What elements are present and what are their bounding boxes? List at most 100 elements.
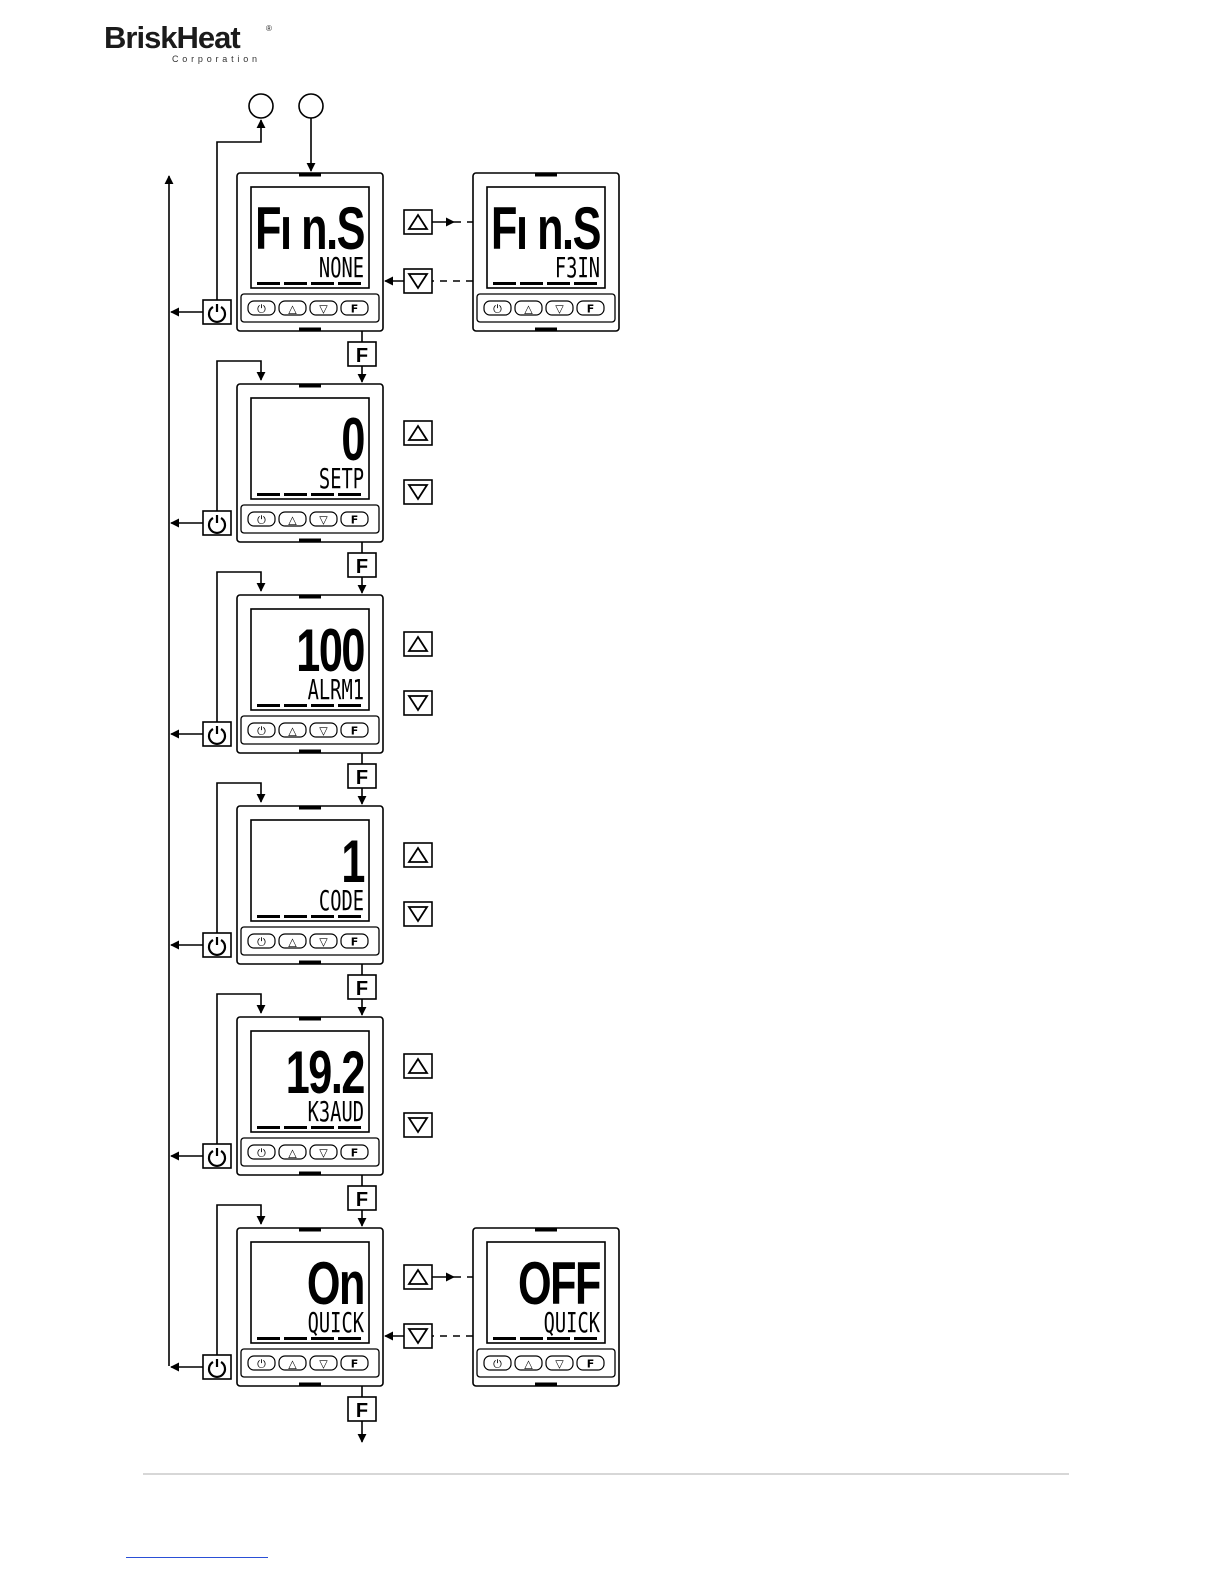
keypad-power-icon: ⏻ [257, 936, 266, 949]
keypad-down-icon: ▽ [319, 725, 328, 738]
keypad-power-icon: ⏻ [257, 514, 266, 527]
lcd-status-bar [338, 1126, 361, 1129]
power-key-step-5[interactable] [203, 1144, 231, 1168]
keypad-function-icon: F [351, 936, 359, 949]
lcd-sub-label: QUICK [544, 1306, 601, 1339]
lcd-sub-label: SETP [319, 462, 364, 495]
lcd-status-bar [574, 1337, 597, 1340]
function-key-step-4[interactable]: F [348, 975, 376, 1000]
lcd-status-bar [311, 1337, 334, 1340]
lcd-status-bar [284, 282, 307, 285]
keypad-down-icon: ▽ [319, 303, 328, 316]
function-key-label: F [356, 556, 368, 578]
function-key-label: F [356, 1400, 368, 1422]
function-key-step-6[interactable]: F [348, 1397, 376, 1422]
lcd-status-bar [311, 1126, 334, 1129]
lcd-status-bar [257, 282, 280, 285]
lcd-status-bar [257, 1337, 280, 1340]
keypad-up-icon: △ [288, 1358, 297, 1371]
lcd-status-bar [574, 282, 597, 285]
lcd-status-bar [547, 1337, 570, 1340]
lcd-status-bar [257, 915, 280, 918]
controller-setp: 0SETP⏻△▽F [237, 384, 383, 542]
down-key-step-3[interactable] [404, 691, 432, 715]
lcd-status-bar [311, 704, 334, 707]
controller-quick-on: OnQUICK⏻△▽F [237, 1228, 383, 1386]
function-key-label: F [356, 767, 368, 789]
up-key-step-4[interactable] [404, 843, 432, 867]
keypad-up-icon: △ [288, 514, 297, 527]
lcd-status-bar [520, 1337, 543, 1340]
keypad-function-icon: F [351, 514, 359, 527]
lcd-status-bar [311, 493, 334, 496]
up-key-step-6[interactable] [404, 1265, 432, 1289]
keypad-up-icon: △ [524, 1358, 533, 1371]
lcd-status-bar [257, 704, 280, 707]
keypad-down-icon: ▽ [555, 1358, 564, 1371]
lcd-sub-label: QUICK [308, 1306, 365, 1339]
lcd-status-bar [338, 493, 361, 496]
keypad-down-icon: ▽ [319, 514, 328, 527]
up-key-step-5[interactable] [404, 1054, 432, 1078]
down-key-step-2[interactable] [404, 480, 432, 504]
keypad-up-icon: △ [288, 725, 297, 738]
lcd-status-bar [338, 1337, 361, 1340]
footer-link-underline[interactable] [126, 1557, 268, 1558]
down-key-step-1[interactable] [404, 269, 432, 293]
lcd-status-bar [284, 493, 307, 496]
down-key-step-6[interactable] [404, 1324, 432, 1348]
lcd-status-bar [493, 282, 516, 285]
lcd-status-bar [338, 704, 361, 707]
footer-divider [143, 1473, 1069, 1475]
down-key-step-5[interactable] [404, 1113, 432, 1137]
lcd-status-bar [284, 1337, 307, 1340]
function-key-step-5[interactable]: F [348, 1186, 376, 1211]
keypad-function-icon: F [587, 303, 595, 316]
power-key-step-4[interactable] [203, 933, 231, 957]
lcd-sub-label: F3IN [555, 251, 600, 284]
function-key-label: F [356, 1189, 368, 1211]
lcd-sub-label: K3AUD [308, 1095, 364, 1128]
keypad-power-icon: ⏻ [257, 725, 266, 738]
power-key-step-3[interactable] [203, 722, 231, 746]
keypad-up-icon: △ [288, 936, 297, 949]
function-key-step-3[interactable]: F [348, 764, 376, 789]
keypad-power-icon: ⏻ [257, 1147, 266, 1160]
lcd-status-bar [257, 493, 280, 496]
keypad-down-icon: ▽ [555, 303, 564, 316]
lcd-status-bar [338, 282, 361, 285]
keypad-function-icon: F [351, 1358, 359, 1371]
function-key-step-1[interactable]: F [348, 342, 376, 367]
keypad-function-icon: F [351, 725, 359, 738]
keypad-function-icon: F [351, 1147, 359, 1160]
controller-code: 1CODE⏻△▽F [237, 806, 383, 964]
up-key-step-2[interactable] [404, 421, 432, 445]
lcd-status-bar [547, 282, 570, 285]
lcd-status-bar [520, 282, 543, 285]
keypad-power-icon: ⏻ [493, 303, 502, 316]
down-key-step-4[interactable] [404, 902, 432, 926]
power-key-step-1[interactable] [203, 300, 231, 324]
lcd-sub-label: CODE [319, 884, 364, 917]
keypad-up-icon: △ [524, 303, 533, 316]
function-key-step-2[interactable]: F [348, 553, 376, 578]
keypad-down-icon: ▽ [319, 1358, 328, 1371]
lcd-status-bar [493, 1337, 516, 1340]
function-key-label: F [356, 978, 368, 1000]
lcd-status-bar [284, 915, 307, 918]
keypad-power-icon: ⏻ [257, 303, 266, 316]
up-key-step-3[interactable] [404, 632, 432, 656]
power-key-step-6[interactable] [203, 1355, 231, 1379]
keypad-power-icon: ⏻ [493, 1358, 502, 1371]
lcd-status-bar [257, 1126, 280, 1129]
keypad-up-icon: △ [288, 1147, 297, 1160]
keypad-up-icon: △ [288, 303, 297, 316]
up-key-step-1[interactable] [404, 210, 432, 234]
power-key-step-2[interactable] [203, 511, 231, 535]
lcd-sub-label: NONE [319, 251, 364, 284]
lcd-status-bar [284, 1126, 307, 1129]
